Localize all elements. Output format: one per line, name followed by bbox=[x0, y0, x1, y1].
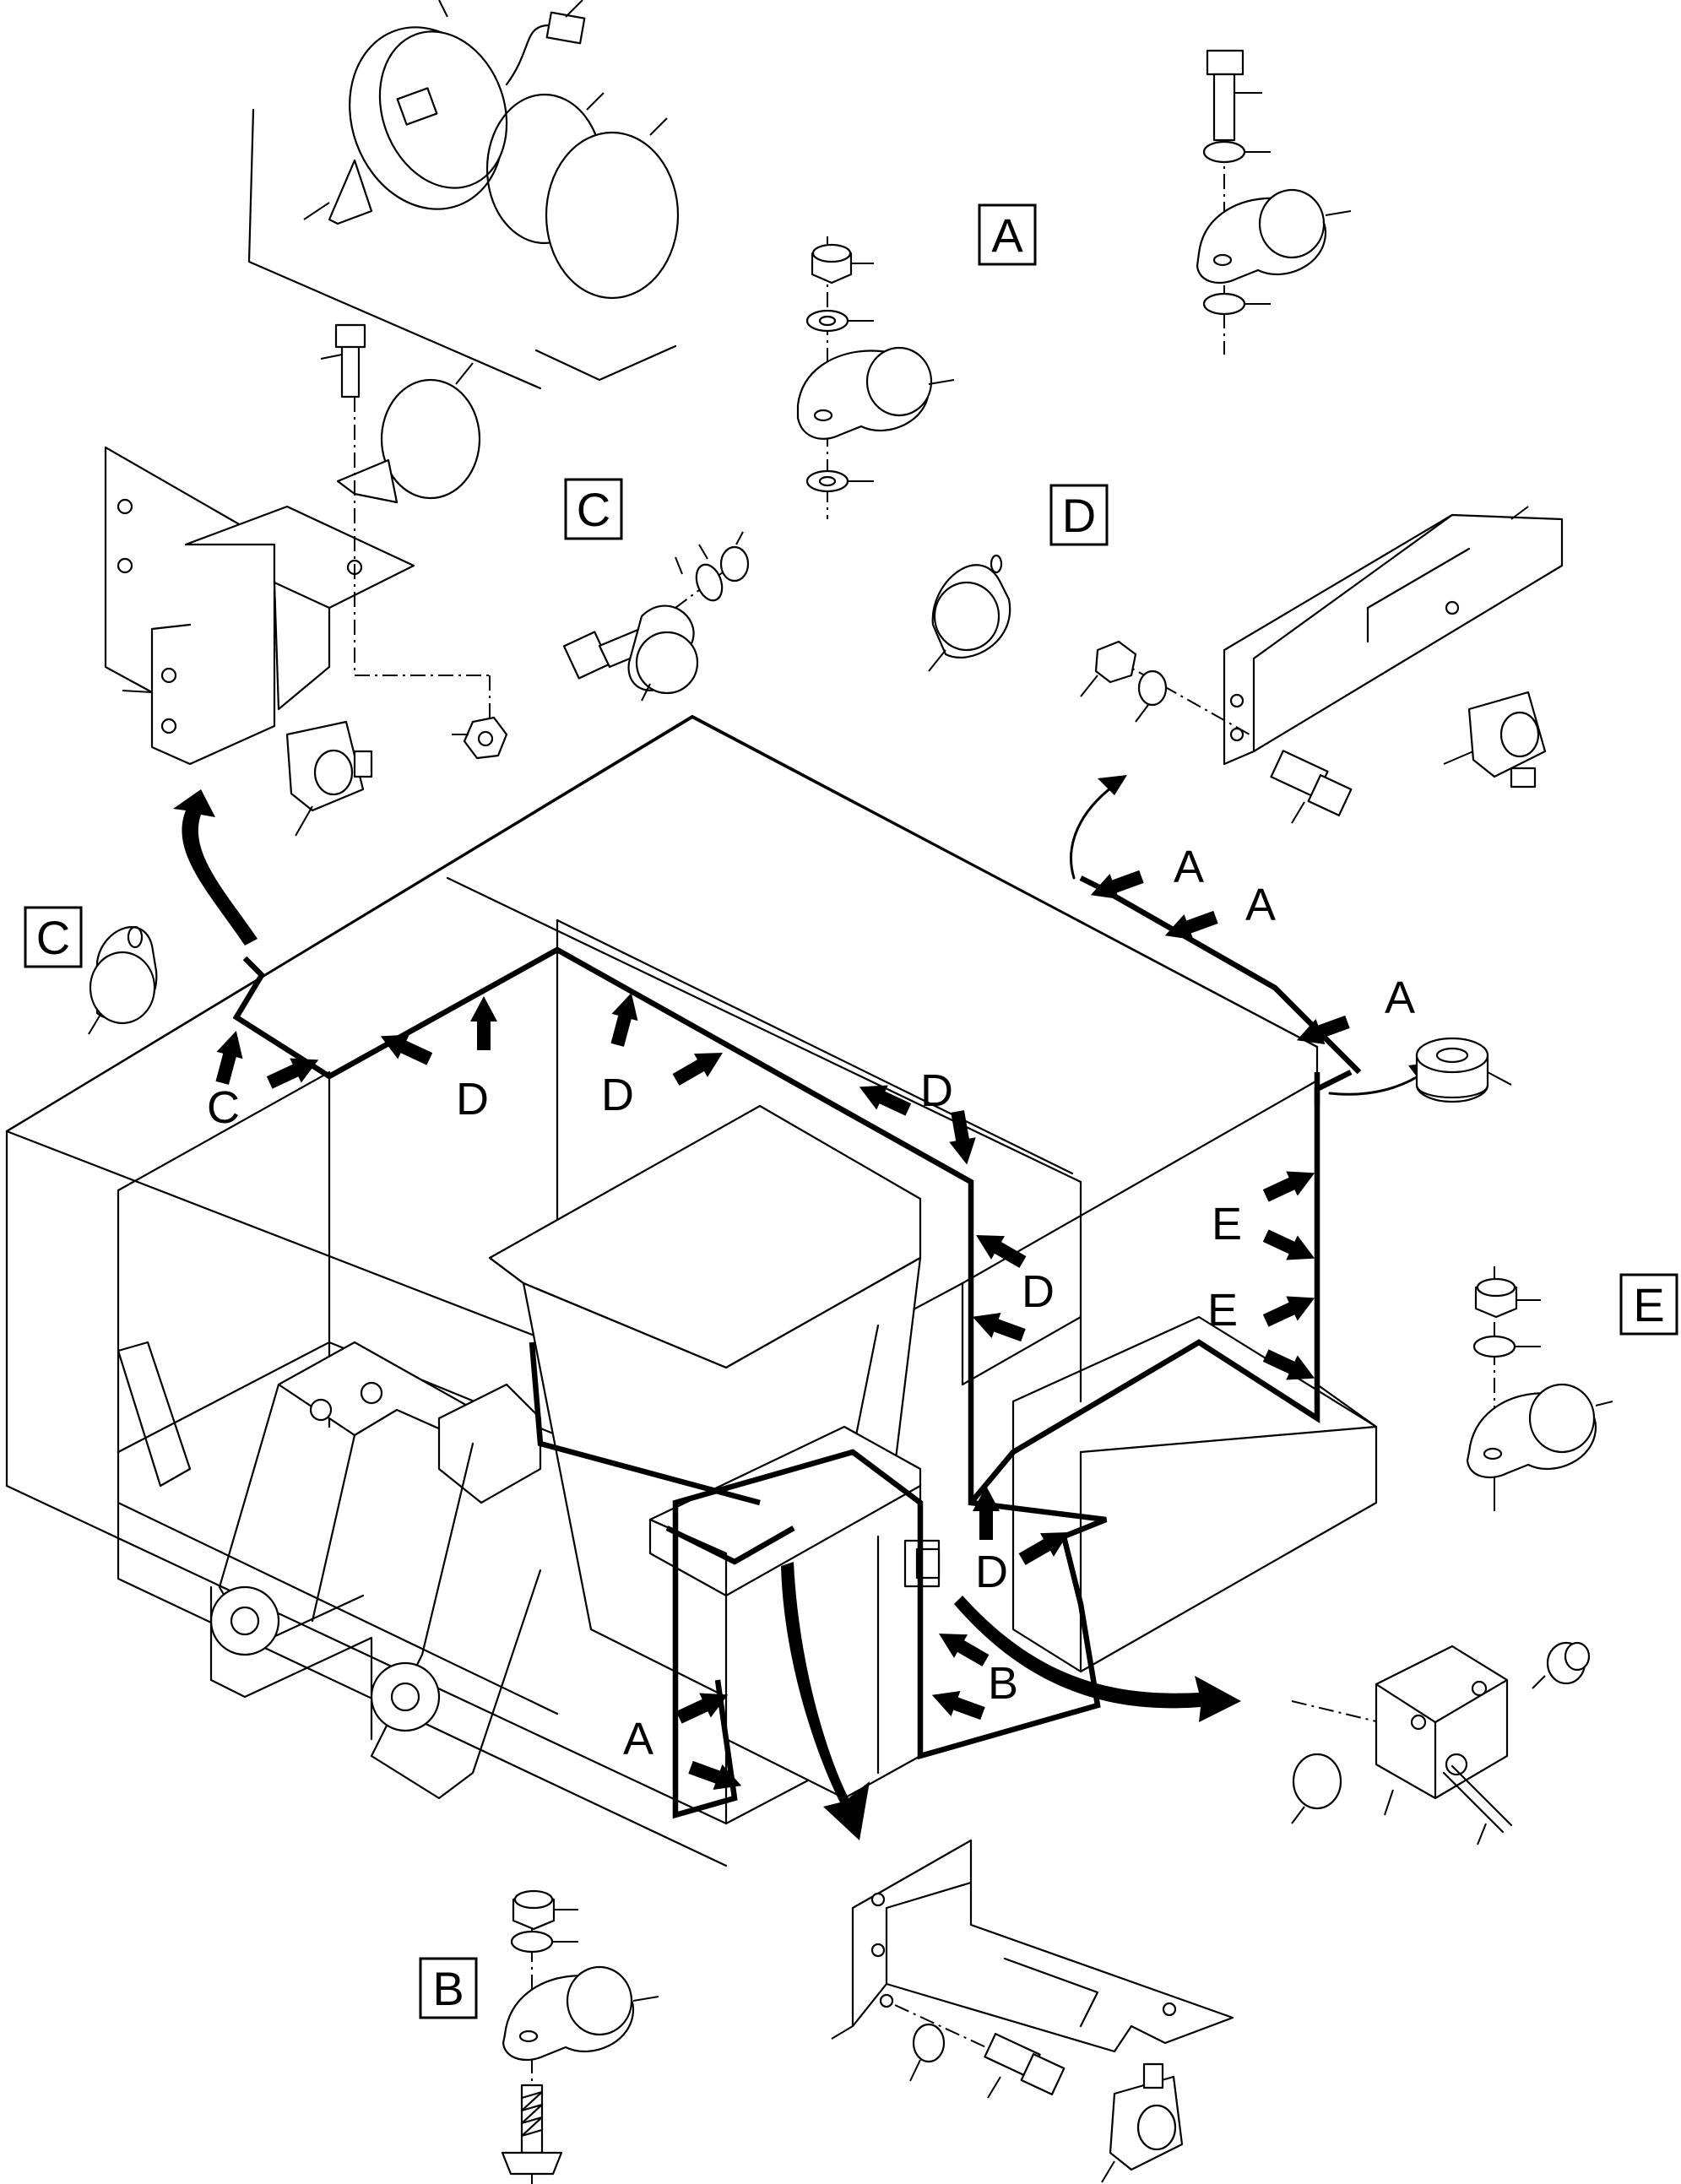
detail-c-clip-assembly bbox=[562, 531, 750, 702]
junction-box bbox=[1291, 1641, 1591, 1845]
right-bracket-assembly bbox=[1080, 506, 1564, 824]
location-label-b: B bbox=[988, 1658, 1018, 1709]
left-c-clip bbox=[88, 925, 158, 1035]
arrow-c-1 bbox=[215, 1031, 243, 1085]
box-label-d: D bbox=[1062, 489, 1096, 542]
location-label-a-1: A bbox=[1174, 842, 1204, 892]
location-letters: A A A C D D D D D E E B A bbox=[207, 842, 1415, 1764]
location-label-d-4: D bbox=[1022, 1266, 1055, 1317]
location-label-c: C bbox=[207, 1082, 240, 1133]
horn-assembly bbox=[247, 0, 680, 390]
curved-arrow-down-bracket bbox=[781, 1562, 870, 1840]
location-label-d-2: D bbox=[601, 1070, 634, 1120]
location-label-a-2: A bbox=[1245, 880, 1276, 930]
box-label-a: A bbox=[991, 209, 1023, 262]
wiring-harness bbox=[232, 875, 1362, 1819]
detail-d-clip bbox=[928, 554, 1011, 672]
box-label-c-left: C bbox=[36, 911, 70, 964]
location-label-d-3: D bbox=[920, 1065, 953, 1116]
location-label-e-2: E bbox=[1207, 1285, 1238, 1336]
location-label-d-1: D bbox=[456, 1074, 489, 1125]
curved-arrow-right-box bbox=[954, 1596, 1241, 1722]
central-console bbox=[209, 1104, 941, 1800]
vehicle-body bbox=[5, 714, 1378, 1867]
detail-label-boxes: A C D C E B bbox=[24, 203, 1678, 2019]
box-label-b: B bbox=[432, 1962, 464, 2015]
location-label-d-5: D bbox=[975, 1547, 1008, 1597]
grommet bbox=[1415, 1037, 1512, 1103]
box-label-c-top: C bbox=[577, 483, 610, 536]
arrow-c-2 bbox=[266, 1058, 319, 1089]
detail-b-clip-assembly bbox=[501, 1889, 659, 2184]
location-label-e-1: E bbox=[1212, 1199, 1242, 1249]
location-arrows bbox=[215, 870, 1350, 1791]
lower-bracket-assembly bbox=[831, 1839, 1234, 2183]
detail-e-clip-assembly bbox=[1466, 1266, 1613, 1511]
location-label-a-3: A bbox=[1385, 973, 1415, 1023]
location-label-a-4: A bbox=[623, 1714, 653, 1764]
detail-a-clip-assembly bbox=[796, 49, 1352, 519]
curved-arrow-left-bracket bbox=[173, 789, 258, 946]
box-label-e: E bbox=[1633, 1278, 1664, 1331]
left-bracket-assembly bbox=[104, 323, 508, 837]
